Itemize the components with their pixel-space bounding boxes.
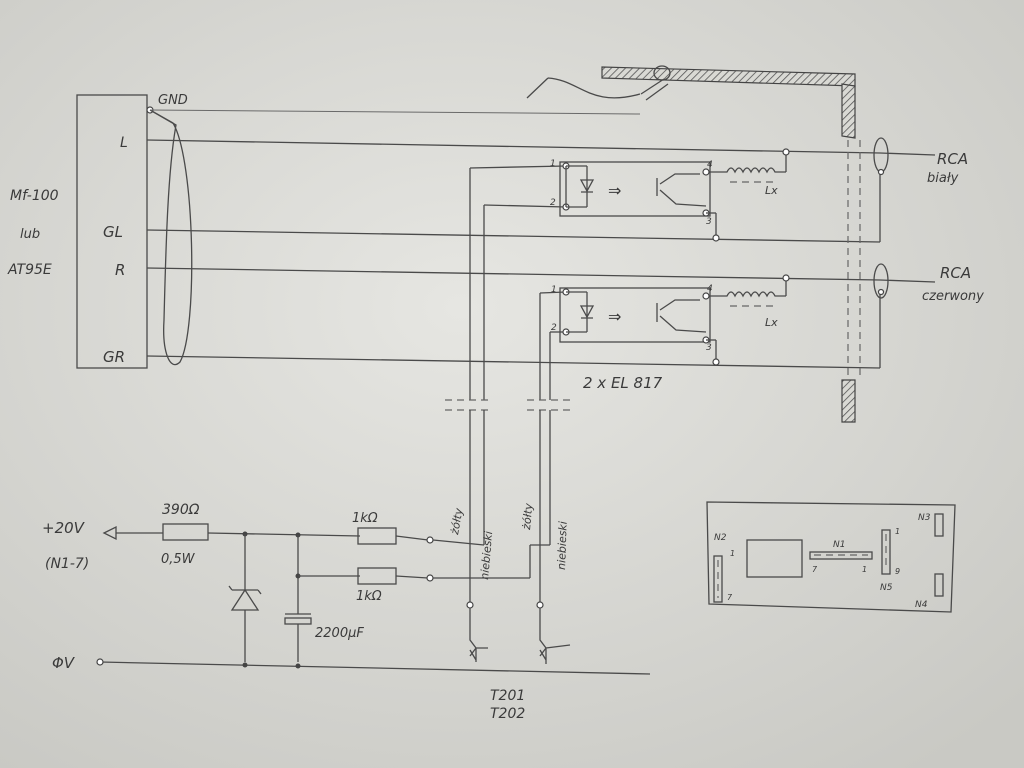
opto2-pin3-label: 3 [706, 343, 712, 353]
connector-n5-pin-bottom: 9 [895, 567, 900, 576]
optocoupler-2: 1 2 ⇒ 4 3 Lx [539, 274, 790, 400]
opto2-pin2-label: 2 [551, 323, 557, 333]
board-layout: N1 7 1 N2 1 7 N5 1 9 N3 N4 [706, 501, 956, 613]
connector-n4 [934, 573, 944, 597]
control-wires [469, 410, 551, 605]
pin-label-gr: GR [103, 348, 125, 366]
connector-n2-pin-bottom: 7 [727, 593, 733, 602]
pin-label-gl: GL [103, 223, 123, 241]
wire-label-blue-1: niebieski [478, 531, 495, 581]
wire-label-yellow-1: żółty [448, 507, 466, 537]
opto1-pin2-label: 2 [550, 198, 556, 208]
phototransistor-icon-2 [659, 299, 707, 333]
led-diode-icon [579, 179, 595, 193]
resistor-390-power-label: 0,5W [161, 552, 196, 567]
transistor-t202-label: T202 [490, 706, 525, 722]
rca-top-lead [879, 152, 936, 156]
connector-n2 [713, 555, 723, 603]
resistor-1k-top-label: 1kΩ [352, 511, 378, 526]
opto1-arrow-icon: ⇒ [608, 181, 621, 200]
connector-n2-pin-top: 1 [730, 549, 735, 558]
connector-n1-label: N1 [833, 540, 845, 550]
rca-bottom-color-label: czerwony [922, 289, 984, 304]
opto2-pin1-label: 1 [551, 285, 557, 295]
rca-top-label: RCA [937, 150, 968, 168]
module-alt-label: AT95E [7, 262, 52, 278]
wire-label-blue-2: niebieski [555, 521, 570, 570]
cable-shield-loop [149, 109, 193, 366]
board-chip [746, 539, 803, 578]
rca-bottom-lead [879, 279, 936, 283]
transistor-t201-label: T201 [490, 688, 525, 704]
opto1-pin3-label: 3 [706, 217, 712, 227]
transistor-t201-icon [469, 608, 488, 662]
resistor-390 [162, 523, 209, 541]
connector-n1-pin-left: 7 [812, 565, 818, 574]
module-or-label: lub [20, 227, 40, 242]
opto1-lx-label: Lx [765, 184, 778, 197]
transistor-t202-icon [539, 608, 571, 664]
signal-lines [146, 109, 881, 369]
optocoupler-1: 1 2 ⇒ 4 3 Lx [469, 148, 790, 400]
resistor-1k-bottom-label: 1kΩ [356, 589, 382, 604]
inductor-coil-2 [710, 291, 786, 298]
rca-socket-top: RCA biały [873, 137, 968, 186]
gnd-label: GND [158, 93, 188, 108]
module-block: Mf-100 lub AT95E L GL R GR [7, 94, 148, 369]
connector-n5 [881, 529, 891, 575]
connector-n3-label: N3 [918, 513, 931, 523]
chassis-wall [526, 65, 861, 423]
optocoupler-label: 2 x EL 817 [583, 374, 663, 392]
led-diode-icon-2 [579, 305, 595, 319]
pin-label-l: L [120, 135, 128, 151]
capacitor-label: 2200μF [315, 626, 364, 641]
supply-ref-label: (N1-7) [45, 556, 89, 572]
power-section: +20V (N1-7) 390Ω 0,5W 2200μF 1kΩ 1kΩ ΦV [42, 502, 651, 722]
zener-diode-icon [228, 585, 262, 611]
connector-n1 [809, 551, 873, 560]
connector-n2-label: N2 [714, 533, 727, 543]
connector-n5-label: N5 [880, 583, 893, 593]
ground-label: ΦV [52, 654, 76, 672]
module-name-label: Mf-100 [10, 188, 59, 204]
opto2-lx-label: Lx [765, 316, 778, 329]
connector-n1-pin-right: 1 [862, 565, 867, 574]
rca-bottom-label: RCA [940, 264, 971, 282]
opto2-pin4-label: 4 [707, 284, 713, 294]
pin-label-r: R [115, 261, 125, 279]
connector-n5-pin-top: 1 [895, 527, 900, 536]
opto1-pin4-label: 4 [707, 160, 713, 170]
inductor-coil-1 [710, 167, 786, 174]
rca-socket-bottom: RCA czerwony [873, 263, 984, 304]
rca-top-color-label: biały [927, 171, 959, 186]
connector-n3 [934, 513, 944, 537]
wire-label-yellow-2: żółty [520, 502, 535, 531]
phototransistor-icon [659, 173, 707, 207]
supply-label: +20V [42, 519, 86, 537]
connector-n4-label: N4 [915, 600, 928, 610]
opto2-arrow-icon: ⇒ [608, 307, 621, 326]
resistor-390-label: 390Ω [162, 502, 200, 518]
opto1-pin1-label: 1 [550, 159, 556, 169]
